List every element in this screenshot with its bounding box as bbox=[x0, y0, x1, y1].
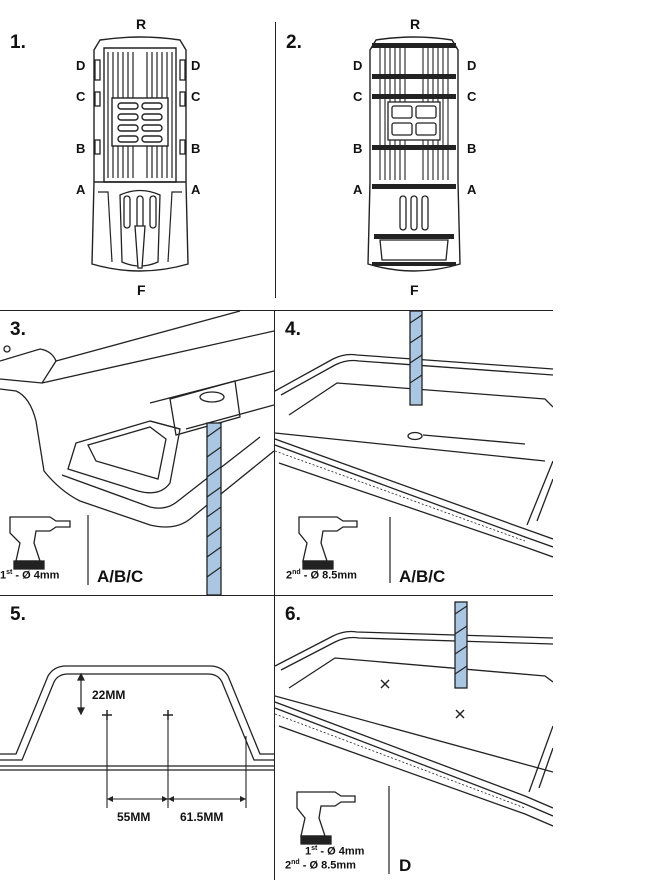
horizontal-divider-2 bbox=[0, 595, 553, 596]
drill-position-detail-illustration bbox=[0, 311, 274, 595]
label-b-right: B bbox=[467, 141, 477, 156]
step-1-panel: 1. R F D D C C B B A A bbox=[0, 0, 274, 305]
hole-position-dimension-illustration bbox=[0, 665, 274, 808]
step-number: 3. bbox=[10, 319, 26, 340]
label-c-right: C bbox=[191, 89, 201, 104]
drill-size-label: 1st - Ø 4mm bbox=[0, 569, 60, 582]
cordless-drill-icon bbox=[9, 516, 71, 570]
label-a-left: A bbox=[76, 182, 86, 197]
step-number: 1. bbox=[10, 32, 26, 53]
drill-size-line-1: 1st - Ø 4mm bbox=[305, 845, 365, 858]
cordless-drill-icon bbox=[298, 516, 358, 570]
drill-bit bbox=[454, 601, 468, 689]
vertical-divider-top bbox=[275, 22, 276, 298]
drill-bit bbox=[206, 422, 222, 595]
drill-size-label: 2nd - Ø 8.5mm bbox=[286, 569, 357, 582]
label-b-left: B bbox=[353, 141, 363, 156]
tray-top-view-illustration bbox=[91, 36, 189, 272]
vertical-divider-bottom bbox=[274, 596, 275, 880]
label-b-left: B bbox=[76, 141, 86, 156]
step-number: 4. bbox=[285, 319, 301, 340]
cordless-drill-icon bbox=[296, 791, 356, 845]
label-d-right: D bbox=[191, 58, 201, 73]
label-c-left: C bbox=[353, 89, 363, 104]
step-3-panel: 3. 1st - Ø 4mm A/B bbox=[0, 311, 274, 595]
dimension-right: 61.5MM bbox=[180, 810, 224, 824]
label-b-right: B bbox=[191, 141, 201, 156]
drill-rear-holes-illustration bbox=[275, 601, 553, 874]
step-2-panel: 2. R F D D C C B B A A bbox=[276, 0, 553, 305]
drill-size-line-2: 2nd - Ø 8.5mm bbox=[285, 859, 356, 872]
step-5-panel: 5. 22MM 55MM 61.5MM bbox=[0, 596, 274, 886]
label-d-left: D bbox=[76, 58, 86, 73]
step-4-panel: 4. 2nd - Ø 8.5mm A/B/C bbox=[275, 311, 553, 595]
step-number: 6. bbox=[285, 604, 301, 625]
label-c-right: C bbox=[467, 89, 477, 104]
dimension-vertical: 22MM bbox=[92, 688, 126, 702]
step-number: 2. bbox=[286, 32, 302, 53]
tray-underside-view-illustration bbox=[367, 36, 461, 272]
label-a-right: A bbox=[191, 182, 201, 197]
label-c-left: C bbox=[76, 89, 86, 104]
horizontal-divider-1 bbox=[0, 310, 553, 311]
drill-hole-enlarge-illustration bbox=[275, 311, 553, 583]
label-rear: R bbox=[410, 16, 421, 32]
position-label: A/B/C bbox=[97, 567, 144, 586]
label-front: F bbox=[410, 282, 419, 298]
label-rear: R bbox=[136, 16, 147, 32]
step-6-panel: 6. 1st - Ø 4mm bbox=[275, 596, 553, 886]
label-a-right: A bbox=[467, 182, 477, 197]
position-label: A/B/C bbox=[399, 567, 446, 586]
step-number: 5. bbox=[10, 604, 26, 625]
drill-bit bbox=[409, 311, 423, 406]
label-d-right: D bbox=[467, 58, 477, 73]
dimension-left: 55MM bbox=[117, 810, 151, 824]
label-a-left: A bbox=[353, 182, 363, 197]
label-front: F bbox=[137, 282, 146, 298]
vertical-divider-mid bbox=[274, 311, 275, 595]
label-d-left: D bbox=[353, 58, 363, 73]
position-label: D bbox=[399, 856, 412, 875]
